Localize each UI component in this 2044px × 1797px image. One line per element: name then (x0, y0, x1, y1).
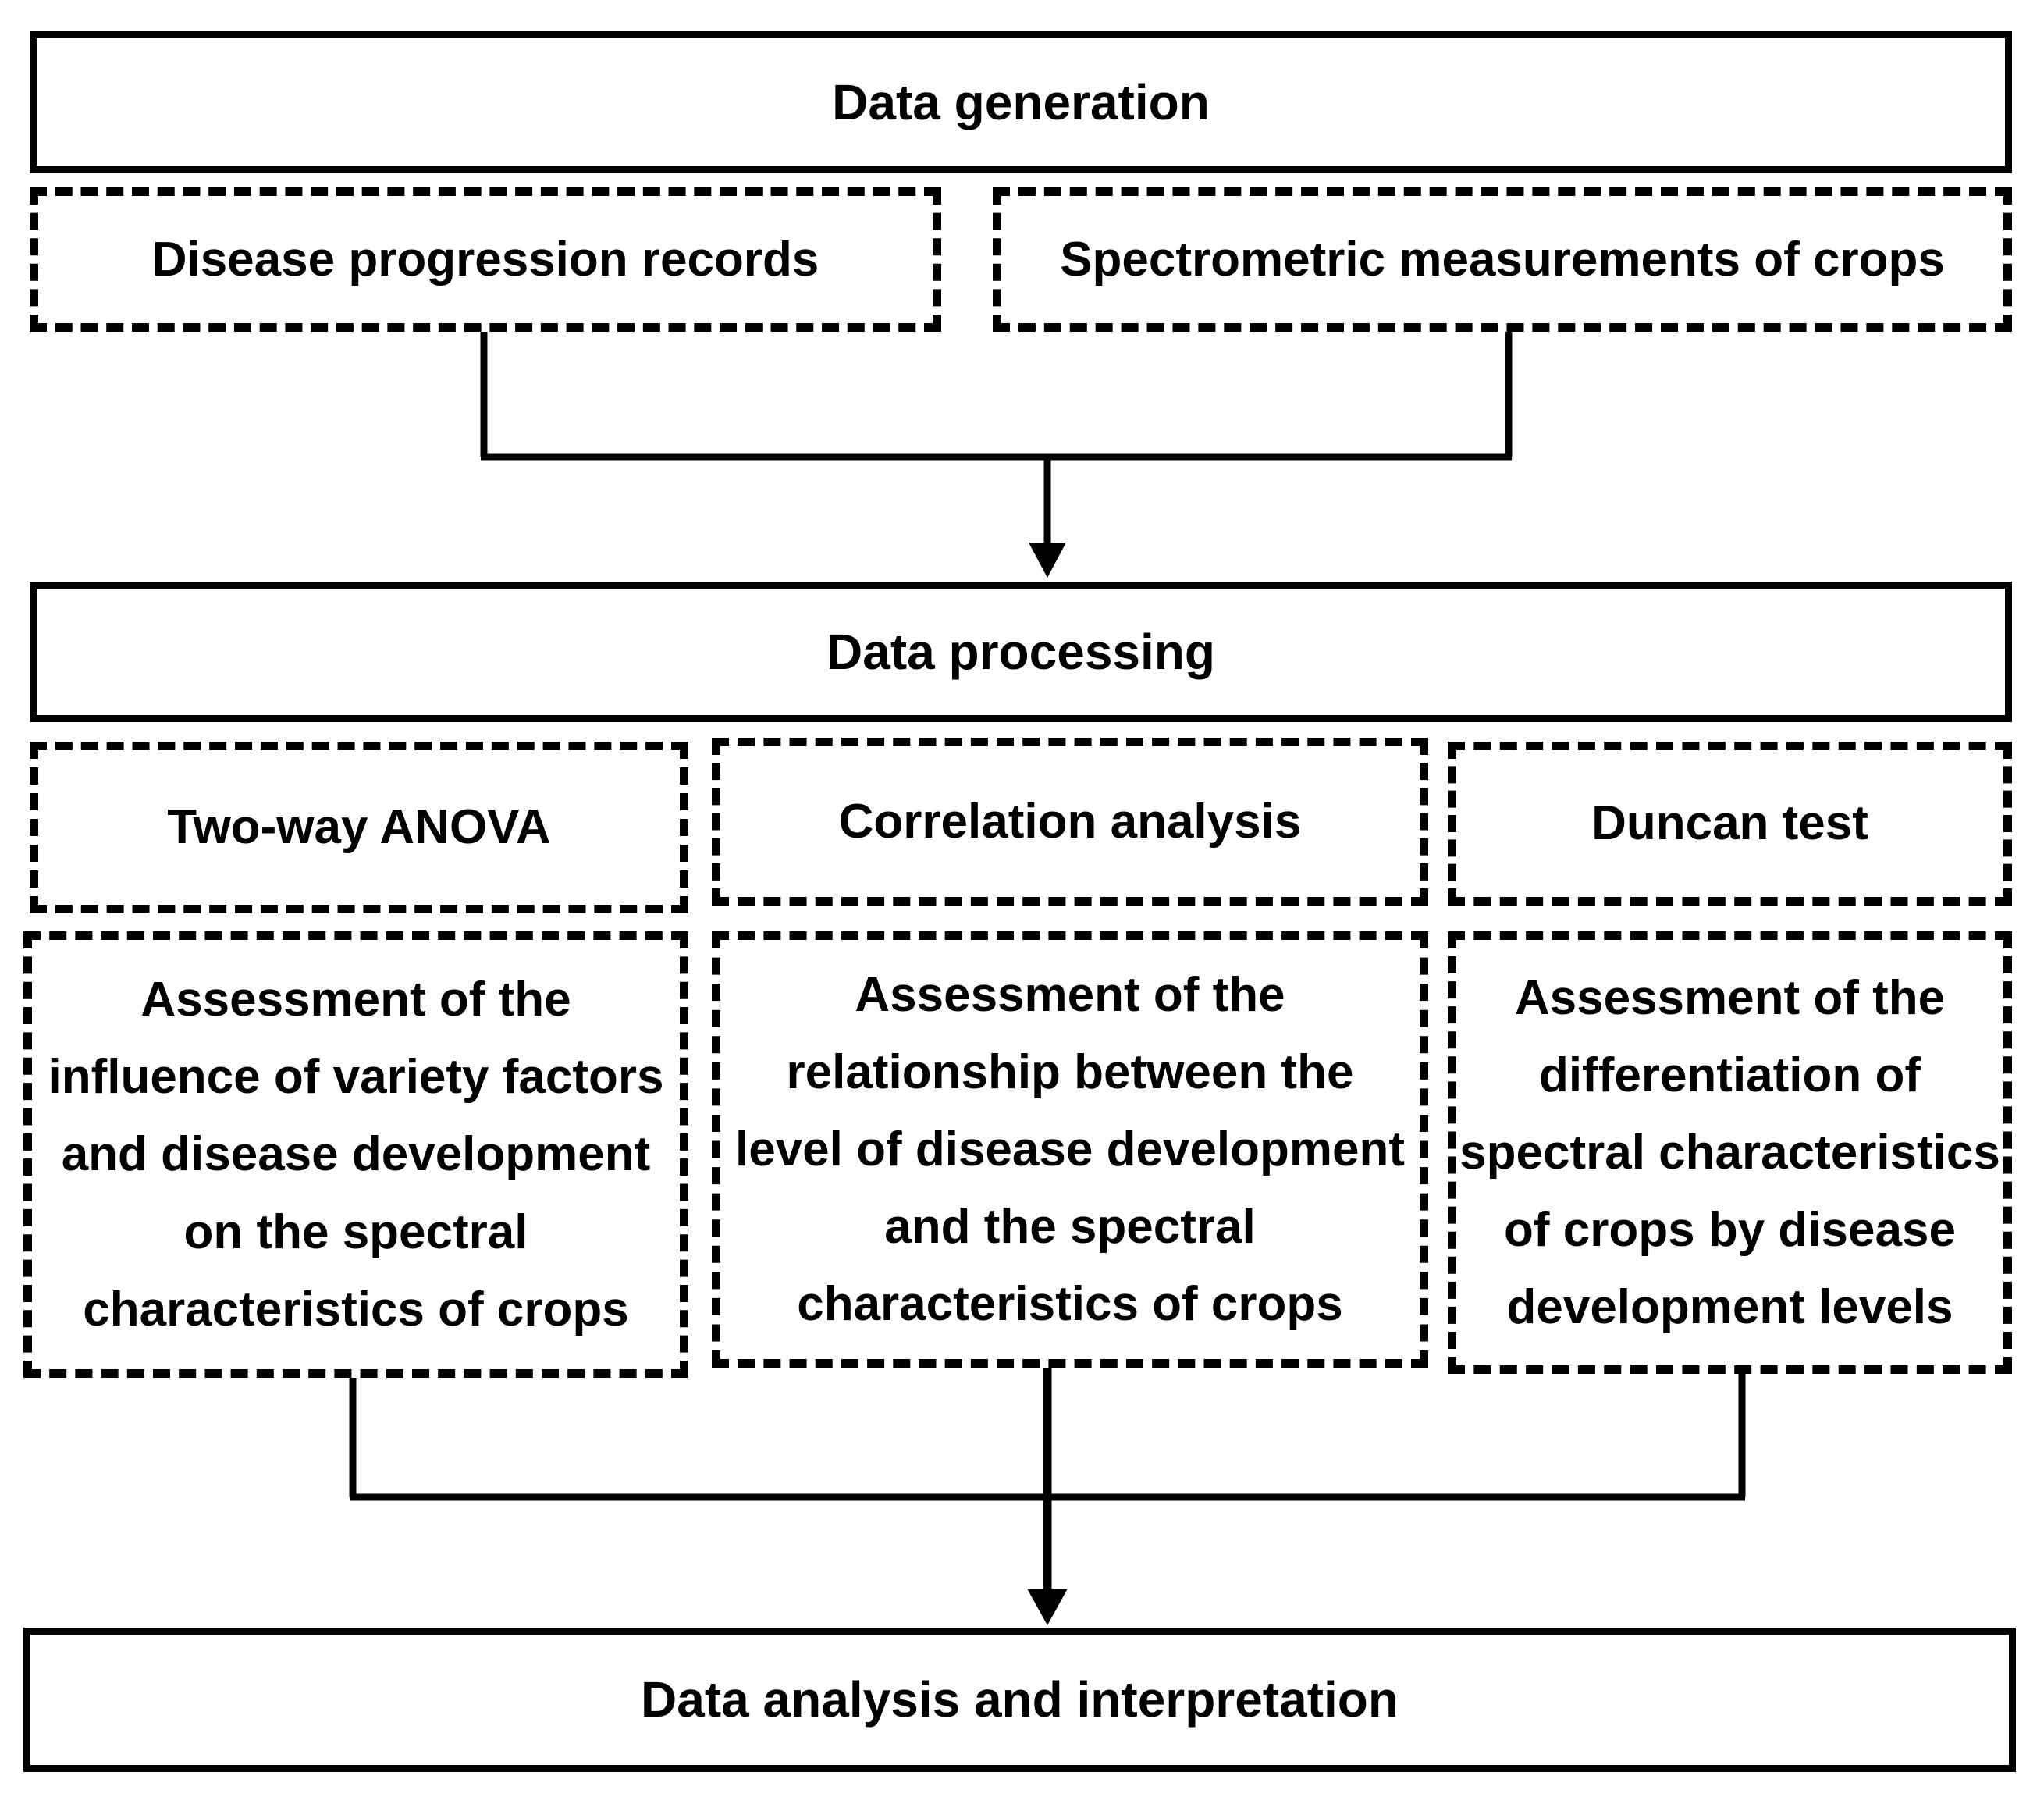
two-way-anova-box: Two-way ANOVA (30, 742, 688, 913)
correlation-assessment-text: Assessment of the relationship between t… (734, 967, 1405, 1332)
data-generation-box: Data generation (30, 31, 2012, 173)
duncan-assessment-text: Assessment of the differentiation of spe… (1459, 970, 2000, 1335)
duncan-test-label: Duncan test (1591, 796, 1868, 851)
data-analysis-label: Data analysis and interpretation (641, 1671, 1399, 1728)
arrowhead-analysis (1027, 1589, 1068, 1625)
data-analysis-box: Data analysis and interpretation (23, 1628, 2016, 1772)
spectrometric-measurements-box: Spectrometric measurements of crops (993, 187, 2012, 332)
data-generation-label: Data generation (832, 73, 1210, 130)
correlation-assessment-box: Assessment of the relationship between t… (712, 931, 1428, 1368)
data-processing-box: Data processing (30, 582, 2012, 722)
anova-assessment-text: Assessment of the influence of variety f… (48, 973, 664, 1336)
disease-progression-box: Disease progression records (30, 187, 941, 332)
anova-assessment-box: Assessment of the influence of variety f… (23, 931, 688, 1378)
spectrometric-measurements-label: Spectrometric measurements of crops (1060, 232, 1945, 286)
disease-progression-label: Disease progression records (151, 232, 819, 286)
two-way-anova-label: Two-way ANOVA (167, 800, 551, 855)
duncan-test-box: Duncan test (1448, 742, 2012, 906)
duncan-assessment-box: Assessment of the differentiation of spe… (1448, 931, 2012, 1374)
data-processing-label: Data processing (826, 623, 1215, 680)
correlation-analysis-label: Correlation analysis (838, 794, 1302, 849)
arrowhead-processing (1029, 543, 1066, 578)
correlation-analysis-box: Correlation analysis (712, 738, 1428, 906)
